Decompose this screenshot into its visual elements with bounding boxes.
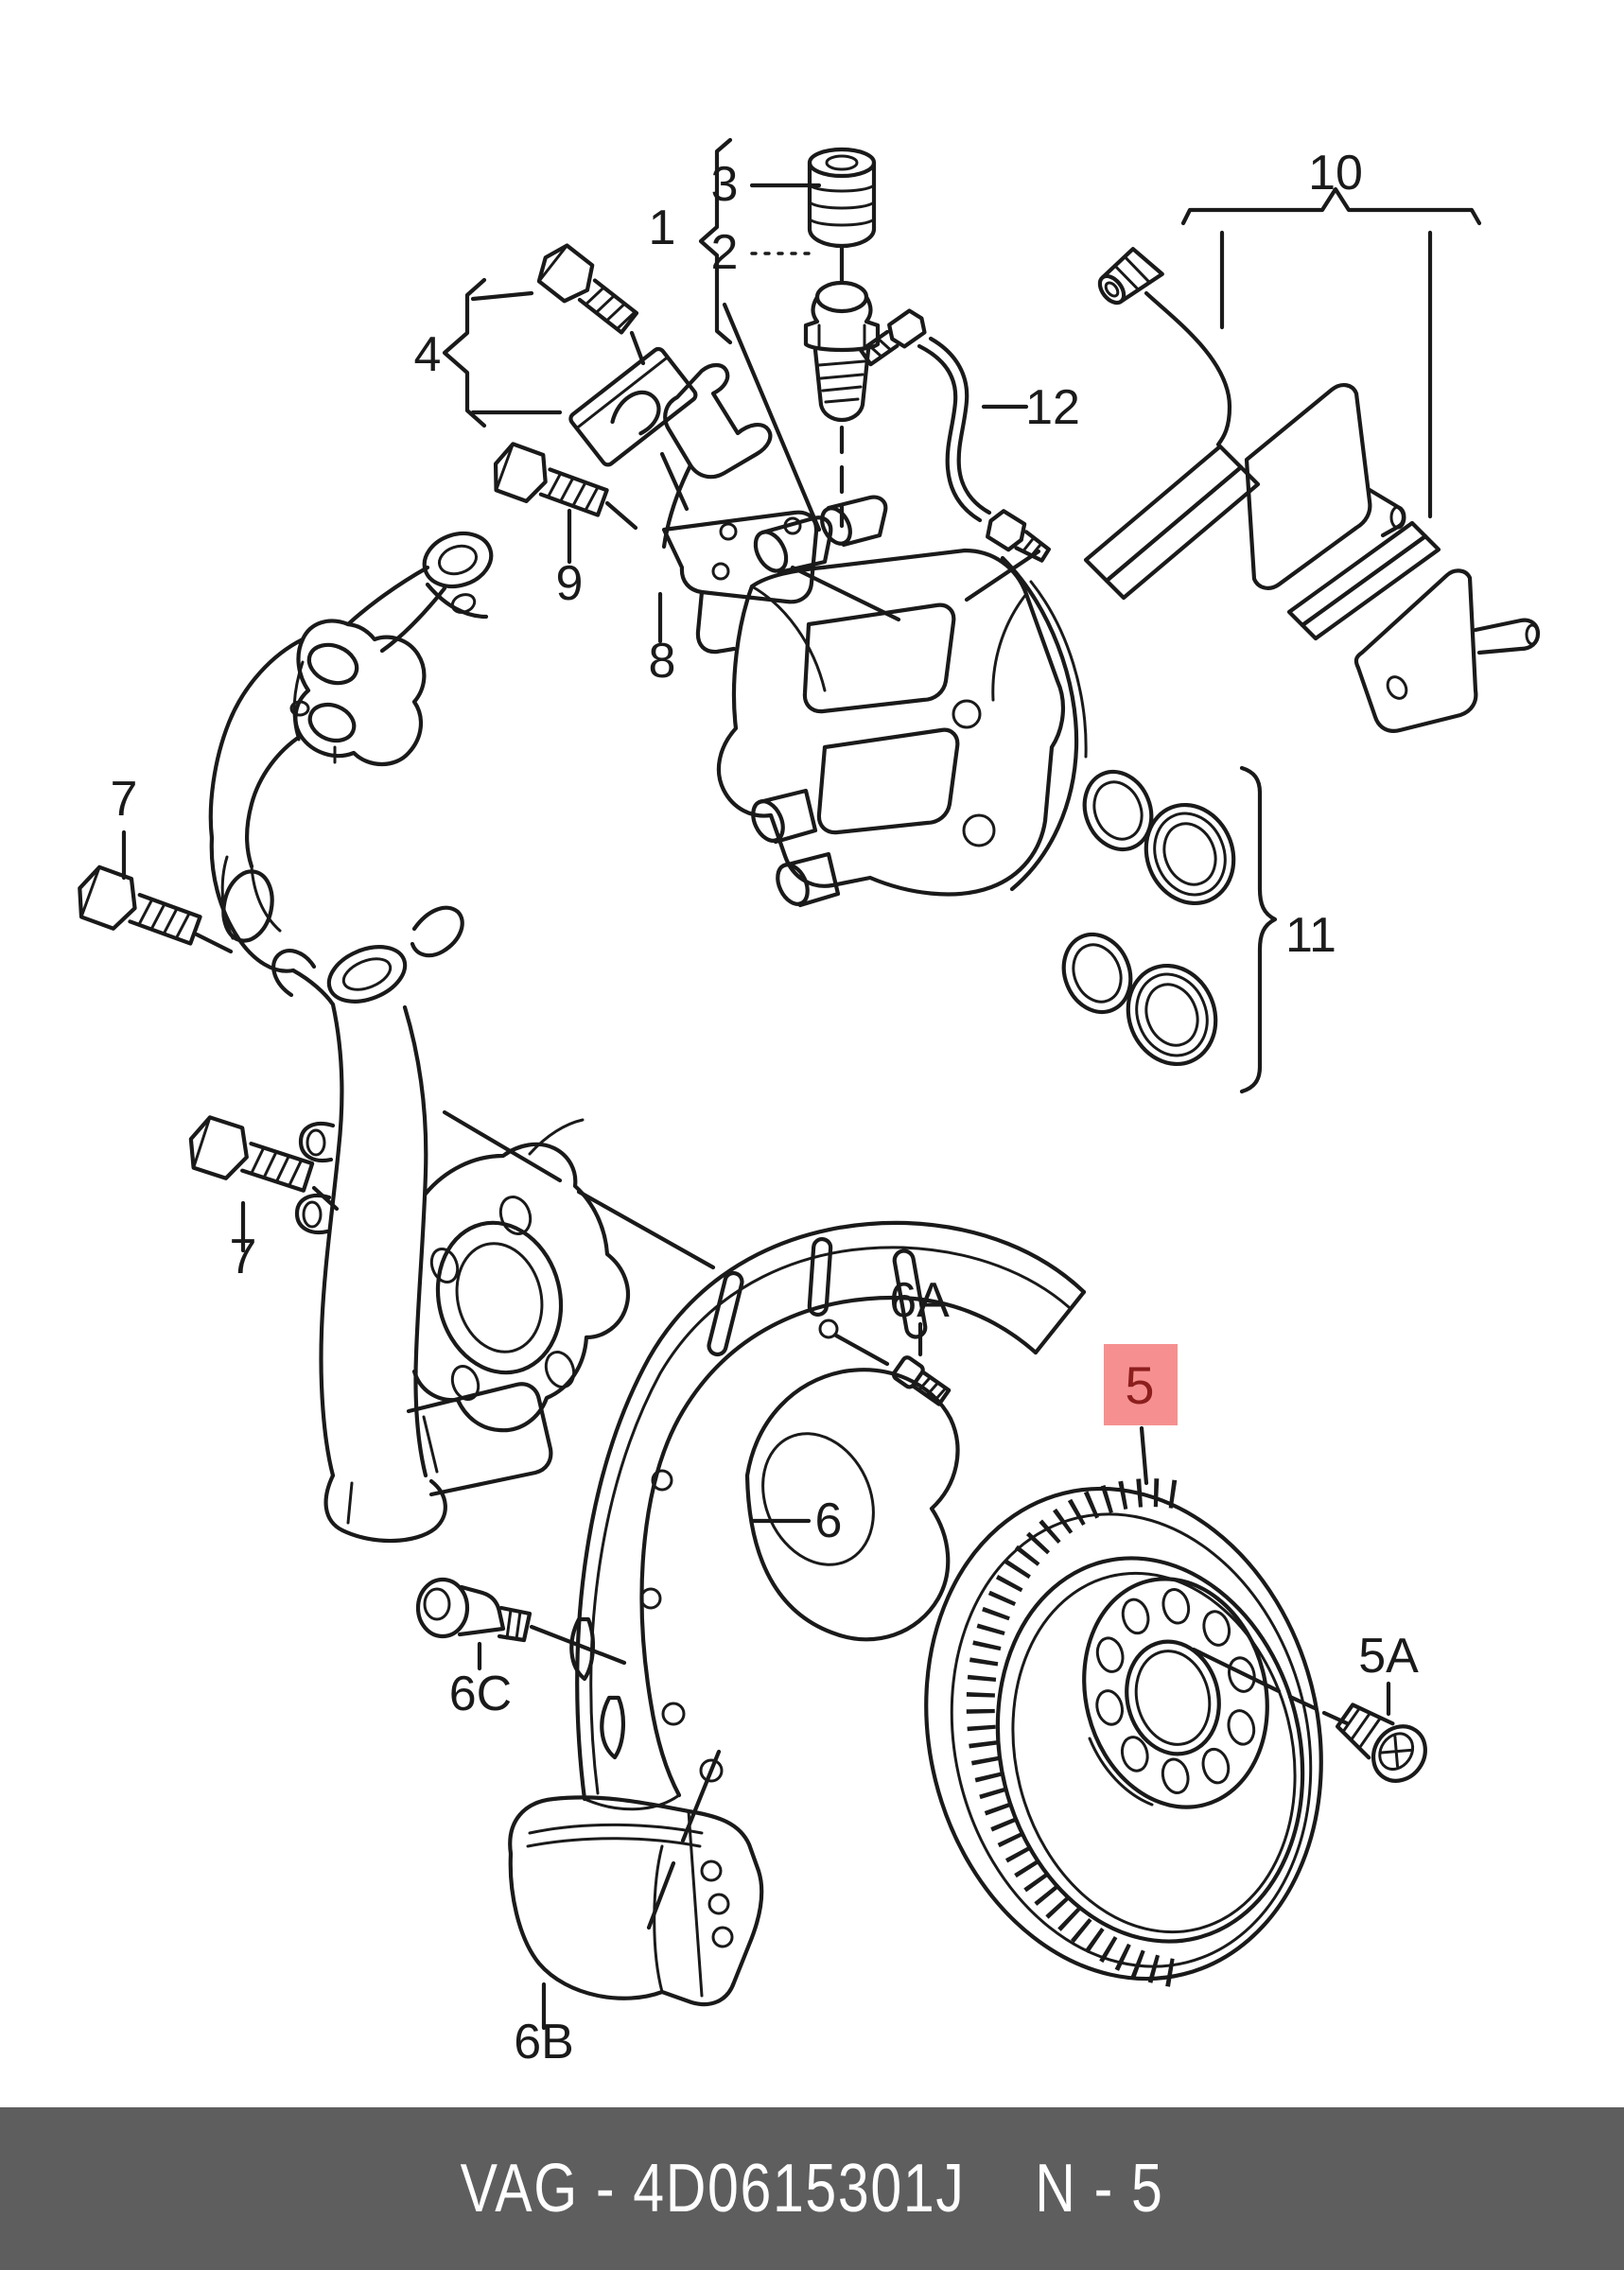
callout-6B[interactable]: 6B (514, 2015, 574, 2069)
callout-1-brace (698, 137, 733, 345)
exploded-view-drawing (78, 137, 1541, 2031)
callout-7-upper[interactable]: 7 (111, 772, 138, 827)
callout-6C[interactable]: 6C (449, 1667, 512, 1721)
callout-8[interactable]: 8 (649, 634, 676, 689)
callout-1[interactable]: 1 (649, 201, 676, 255)
callout-6A[interactable]: 6A (889, 1273, 950, 1328)
callout-10[interactable]: 10 (1308, 146, 1363, 201)
callout-2[interactable]: 2 (711, 225, 739, 280)
upper-arm-drawing (208, 531, 494, 1007)
dust-cap-drawing (807, 147, 877, 249)
clamp-group-drawing (442, 243, 698, 512)
footer-part-number: VAG - 4D0615301J (460, 2151, 966, 2226)
brake-hose-drawing (859, 308, 1051, 602)
brake-caliper-drawing (716, 495, 1088, 908)
steering-knuckle-drawing (271, 905, 631, 1544)
bracket-8-drawing (661, 362, 901, 655)
callout-6[interactable]: 6 (815, 1493, 843, 1548)
splash-shield-drawing (569, 1220, 1087, 1811)
brake-pads-drawing (1083, 186, 1541, 733)
bolt-6C-drawing (415, 1577, 627, 1681)
footer-text: VAG - 4D0615301J N - 5 (461, 2150, 1164, 2227)
brake-disc-drawing (924, 1425, 1350, 1987)
callout-4[interactable]: 4 (414, 327, 442, 382)
lower-shield-drawing (508, 1749, 764, 2031)
callout-labels: 1 2 3 4 5 5A 6 6A 6B 6C 7 7 8 9 10 11 12 (111, 146, 1420, 2069)
bleeder-valve-drawing (803, 280, 881, 423)
bolt-7-upper-drawing (78, 864, 234, 954)
screw-5A-drawing (1335, 1681, 1427, 1783)
seal-kit-drawing (1061, 765, 1278, 1094)
bolt-9-drawing (493, 442, 638, 531)
callout-5[interactable]: 5 (1125, 1355, 1154, 1415)
callout-12[interactable]: 12 (1025, 380, 1080, 435)
footer-bar: VAG - 4D0615301J N - 5 (0, 2107, 1624, 2270)
callout-5-highlight[interactable] (1104, 1344, 1178, 1425)
callout-7-lower[interactable]: 7 (230, 1230, 257, 1284)
callout-11[interactable]: 11 (1285, 908, 1336, 963)
bolt-6A-drawing (833, 1321, 952, 1406)
callout-3[interactable]: 3 (711, 157, 739, 212)
footer-page-ref: N - 5 (1035, 2151, 1164, 2226)
callout-5A[interactable]: 5A (1358, 1629, 1419, 1684)
callout-9[interactable]: 9 (556, 556, 584, 611)
